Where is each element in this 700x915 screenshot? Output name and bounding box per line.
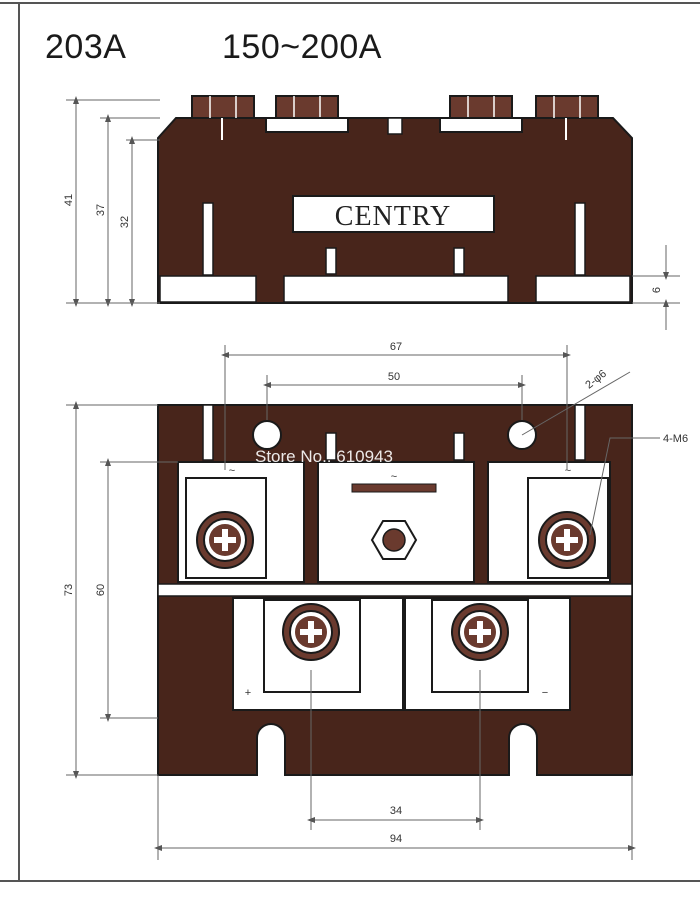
terminal-screw-minus (451, 603, 509, 661)
store-watermark: Store No.: 610943 (255, 447, 393, 466)
dim-hole-span: 67 (390, 341, 402, 353)
ac-mark-left: ~ (229, 465, 235, 477)
dim-hole-diameter: 2-φ6 (583, 368, 609, 392)
frame-bottom-line (0, 880, 700, 882)
mount-hole-left (252, 420, 282, 450)
dim-inner-height: 60 (95, 584, 107, 596)
dim-width: 94 (390, 833, 402, 845)
dim-screw-size: 4-M6 (663, 433, 688, 445)
terminal-screw-ac-left (196, 511, 254, 569)
dim-height-3: 32 (119, 216, 131, 228)
plus-mark: + (245, 687, 251, 699)
model-label: 203A (45, 28, 127, 66)
brand-label: CENTRY (335, 201, 451, 232)
brand-plate (292, 195, 495, 233)
side-view: CENTRY 41 37 32 6 (63, 95, 680, 330)
terminal-screw-plus (282, 603, 340, 661)
dim-height-2: 37 (95, 204, 107, 216)
dim-base: 6 (651, 287, 663, 293)
ac-mark-right: ~ (565, 465, 571, 477)
ac-mark-center: ~ (391, 471, 397, 483)
dim-inner-span: 50 (388, 371, 400, 383)
dim-total-height: 41 (63, 194, 75, 206)
current-range-label: 150~200A (222, 28, 382, 66)
dim-top-height: 73 (63, 584, 75, 596)
frame-top-line (0, 2, 700, 4)
terminal-screw-ac-right (538, 511, 596, 569)
top-view: ~ ~ ~ + − 67 50 (63, 341, 688, 860)
side-nuts (191, 95, 599, 140)
frame-left-line (18, 2, 20, 882)
dim-terminal-span: 34 (390, 805, 402, 817)
minus-mark: − (542, 687, 548, 699)
